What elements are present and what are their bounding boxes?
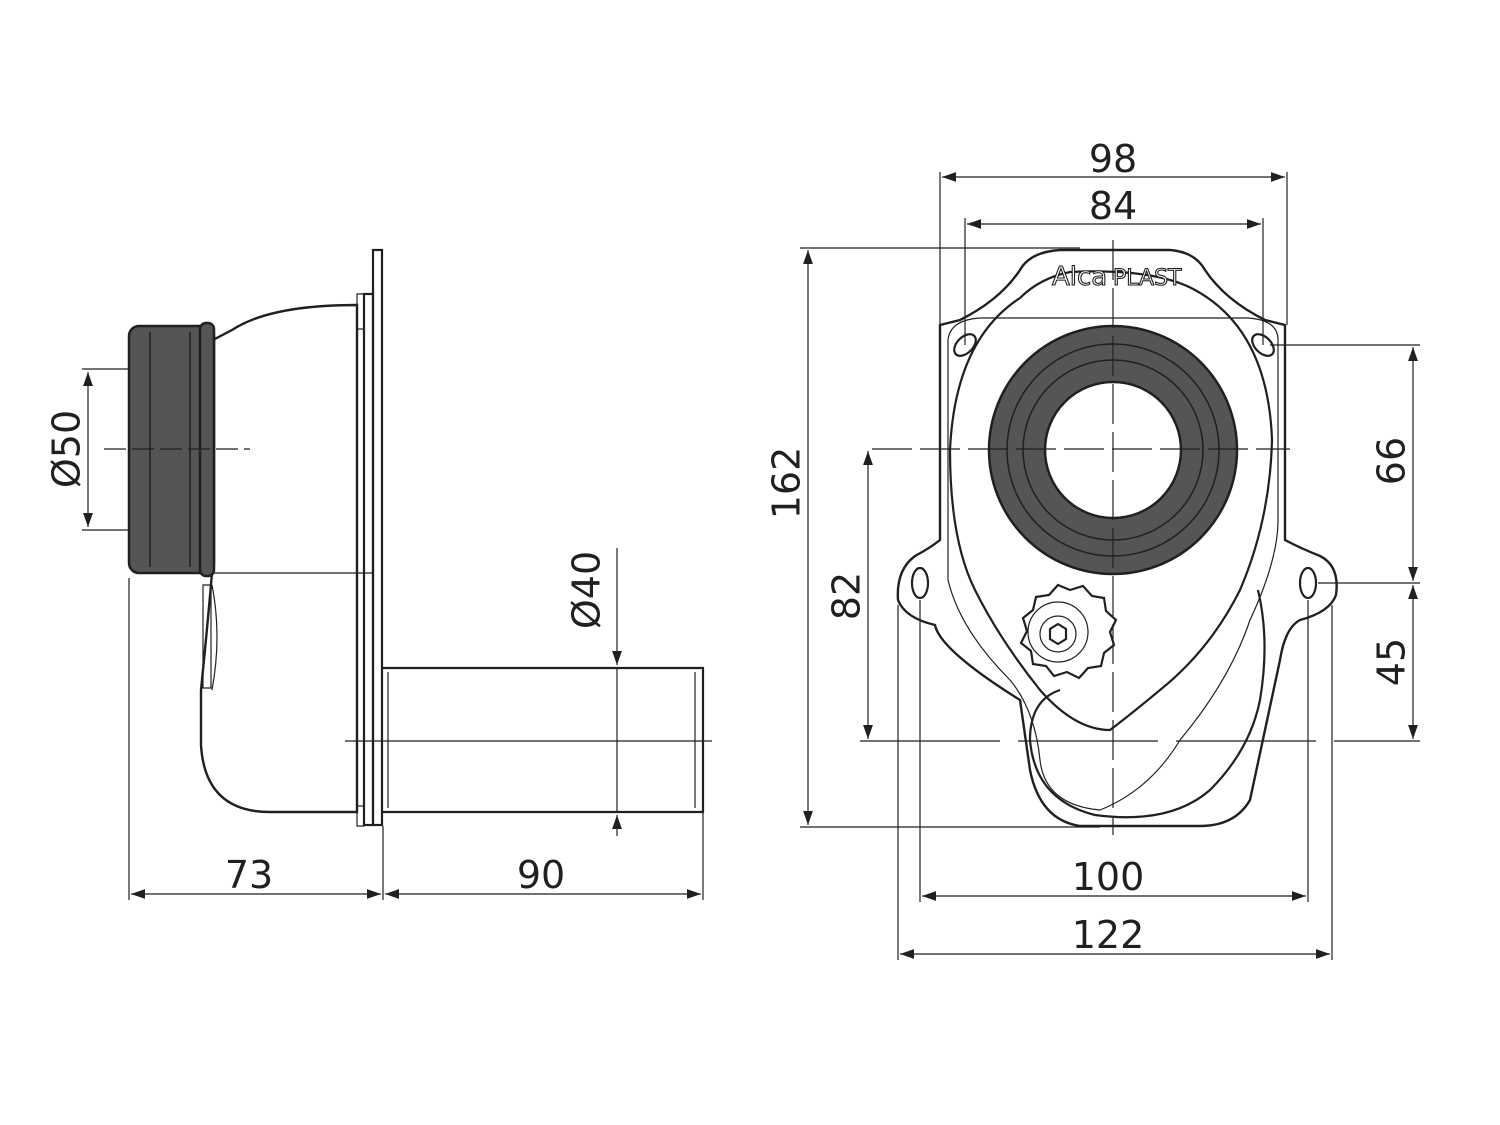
- brand-logo-sub: PLAST: [1113, 266, 1182, 291]
- total-width-label: 122: [1072, 913, 1145, 957]
- siphon-body: [199, 303, 359, 814]
- siphon-housing: [948, 270, 1274, 732]
- mounting-slot-right: [1298, 566, 1318, 600]
- total-height-label: 162: [765, 447, 809, 520]
- upper-hole-offset-label: 66: [1370, 437, 1414, 485]
- inlet-diameter-label: Ø50: [45, 410, 89, 488]
- hex-bolt-icon: [1048, 622, 1068, 646]
- mounting-slot-left: [910, 566, 930, 600]
- inlet-center-height-label: 82: [825, 572, 869, 620]
- body-clip: [202, 584, 212, 689]
- mounting-hole-top-right: [1251, 333, 1275, 357]
- outer-hole-spacing-label: 98: [1089, 137, 1137, 181]
- lower-hole-offset-label: 45: [1370, 638, 1414, 686]
- inner-width-label: 100: [1072, 855, 1145, 899]
- side-view: Ø50 Ø40 73 90: [45, 248, 712, 900]
- flange-plate-outer: [371, 248, 384, 827]
- mounting-hole-top-left: [953, 333, 977, 357]
- brand-logo-main: Alca: [1052, 262, 1107, 292]
- outlet-length-label: 90: [517, 853, 565, 897]
- cleanout-knob: [1019, 583, 1118, 680]
- body-depth-label: 73: [225, 853, 273, 897]
- outlet-pipe: [382, 666, 705, 814]
- flange-tab-bottom: [356, 805, 365, 827]
- inner-hole-spacing-label: 84: [1089, 184, 1137, 228]
- siphon-loop: [1028, 589, 1266, 819]
- front-view: Alca PLAST: [765, 137, 1420, 960]
- flange-inner-outline: [947, 317, 1279, 811]
- outlet-diameter-label: Ø40: [565, 551, 609, 629]
- flange-plate-inner: [362, 292, 375, 827]
